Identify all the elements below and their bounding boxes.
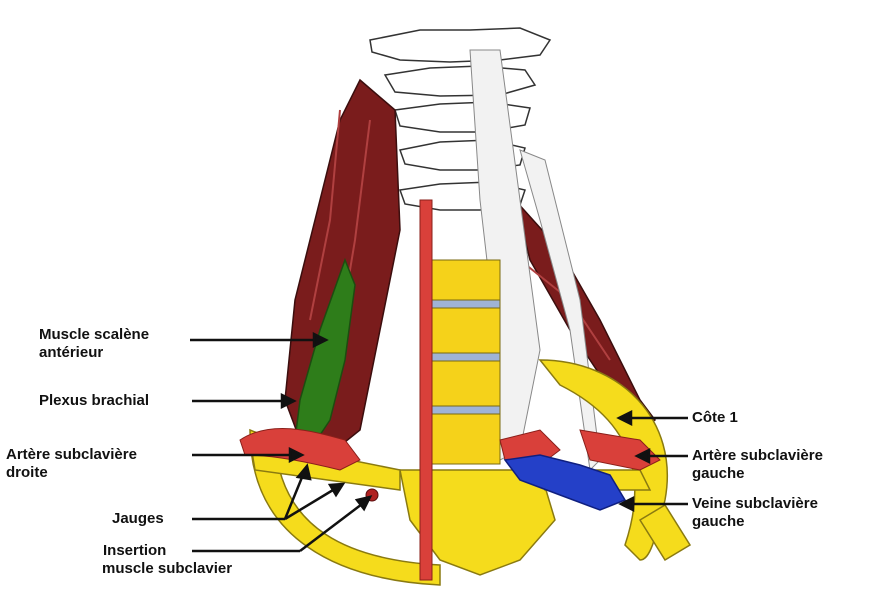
label-insertion-line1: Insertion [103,542,232,560]
label-artere-droite-line1: Artère subclavière [6,446,137,464]
label-insertion: Insertion muscle subclavier [102,542,232,578]
thoracic-vertebrae [430,260,500,464]
label-veine-subclaviere-gauche: Veine subclavière gauche [692,495,818,531]
label-artere-droite-line2: droite [6,464,137,482]
label-artere-subclaviere-droite: Artère subclavière droite [6,446,137,482]
label-plexus-brachial: Plexus brachial [39,392,149,410]
label-artere-gauche-line2: gauche [692,465,823,483]
label-artere-subclaviere-gauche: Artère subclavière gauche [692,447,823,483]
label-veine-gauche-line2: gauche [692,513,818,531]
label-jauges: Jauges [112,510,164,528]
label-muscle-scalene-line1: Muscle scalène [39,326,149,344]
label-veine-gauche-line1: Veine subclavière [692,495,818,513]
label-artere-gauche-line1: Artère subclavière [692,447,823,465]
label-cote-1: Côte 1 [692,409,738,427]
label-muscle-scalene: Muscle scalène antérieur [39,326,149,362]
label-muscle-scalene-line2: antérieur [39,344,149,362]
label-insertion-line2: muscle subclavier [102,560,232,578]
